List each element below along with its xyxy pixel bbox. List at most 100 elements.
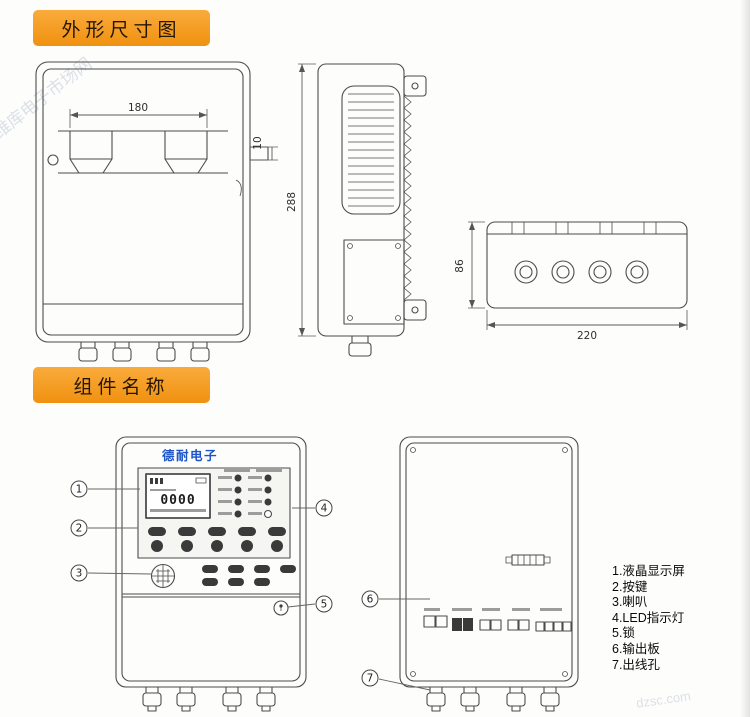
output-board — [423, 608, 572, 632]
callout-4-led: 4 — [321, 503, 328, 515]
front-tab-dimension: 10 — [252, 136, 264, 149]
battery-icon — [195, 477, 207, 484]
lcd-value: 0000 — [160, 493, 195, 508]
terminal-block — [463, 618, 473, 631]
panel-buttons — [148, 527, 286, 552]
device-back-drawing — [399, 436, 579, 712]
panel-button — [254, 578, 270, 586]
led-indicator — [234, 486, 242, 494]
callout-3-speaker: 3 — [76, 568, 83, 580]
terminal-block — [544, 621, 554, 632]
enclosure-door-outline — [42, 68, 244, 336]
panel-button — [208, 527, 226, 536]
terminal-block — [507, 619, 519, 631]
mounting-bracket-right — [164, 130, 208, 174]
side-compartment — [343, 239, 405, 325]
lock-icon — [273, 600, 289, 616]
side-height-dimension: 288 — [286, 192, 298, 212]
callout-6-output-board: 6 — [367, 594, 374, 606]
panel-button-round — [181, 540, 193, 552]
lower-buttons — [202, 565, 296, 586]
front-width-dimension: 180 — [128, 102, 148, 114]
scan-edge-shadow — [740, 0, 750, 717]
led-indicator-power — [263, 509, 273, 519]
terminal-block — [479, 619, 491, 631]
hinge-ticks — [511, 222, 657, 234]
mounting-bracket-left — [69, 130, 113, 174]
panel-button-round — [151, 540, 163, 552]
panel-button — [280, 565, 296, 573]
led-indicator — [234, 474, 242, 482]
speaker-icon — [150, 563, 176, 589]
bottom-depth-dimension: 86 — [454, 259, 466, 273]
brand-label: 德耐电子 — [162, 448, 218, 463]
led-indicator — [234, 510, 242, 518]
callout-markers: 1 2 3 4 5 6 7 — [70, 480, 431, 691]
panel-button — [228, 565, 244, 573]
panel-button-round — [241, 540, 253, 552]
side-view-drawing: 288 — [286, 63, 427, 357]
callout-2-buttons: 2 — [76, 523, 83, 535]
terminal-block — [423, 615, 436, 628]
cable-glands-device-back — [426, 686, 560, 712]
terminal-block — [553, 621, 563, 632]
panel-button-round — [271, 540, 283, 552]
mount-ear-bottom — [403, 299, 427, 321]
panel-button — [178, 527, 196, 536]
cable-gland-holes — [514, 260, 649, 284]
legend-item-speaker: 3.喇叭 — [612, 595, 648, 610]
enclosure-outline — [35, 61, 251, 343]
terminal-block — [435, 615, 448, 628]
vent-slots — [348, 93, 394, 207]
led-indicator — [264, 486, 272, 494]
bottom-outline — [486, 221, 688, 309]
side-outline — [317, 63, 405, 337]
device-door — [121, 442, 301, 682]
callout-1-lcd: 1 — [76, 484, 83, 496]
terminal-block — [562, 621, 572, 632]
callout-7-wire-hole: 7 — [367, 673, 374, 685]
panel-button — [202, 565, 218, 573]
latch-hook — [235, 179, 242, 197]
legend-item-led: 4.LED指示灯 — [612, 610, 685, 625]
device-back-inner — [405, 442, 573, 682]
legend-item-wire-hole: 7.出线孔 — [612, 657, 660, 672]
section-title-component-names: 组件名称 — [33, 367, 210, 403]
device-body — [115, 436, 307, 688]
panel-button — [254, 565, 270, 573]
bottom-width-dimension: 220 — [577, 330, 597, 342]
hinge-circle — [47, 154, 59, 166]
component-legend: 1.液晶显示屏 2.按键 3.喇叭 4.LED指示灯 5.锁 6.输出板 7.出… — [612, 564, 685, 673]
panel-button-round — [211, 540, 223, 552]
cable-gland-side-view — [348, 342, 372, 357]
panel-button — [148, 527, 166, 536]
led-indicator — [264, 498, 272, 506]
bottom-view-drawing: 86 220 — [454, 221, 688, 342]
vent-panel — [341, 85, 401, 215]
panel-button — [228, 578, 244, 586]
led-indicator — [234, 498, 242, 506]
legend-item-buttons: 2.按键 — [612, 579, 648, 594]
device-back-body — [399, 436, 579, 688]
device-front-drawing: 德耐电子 0000 — [115, 436, 307, 712]
panel-button — [202, 578, 218, 586]
led-indicator — [264, 474, 272, 482]
legend-item-lcd: 1.液晶显示屏 — [612, 564, 685, 578]
legend-item-output-board: 6.输出板 — [612, 641, 660, 656]
panel-button — [238, 527, 256, 536]
terminal-block — [518, 619, 530, 631]
terminal-block — [535, 621, 545, 632]
section-title-outline-dimensions: 外形尺寸图 — [33, 10, 210, 46]
mount-ear-top — [403, 75, 427, 97]
panel-button — [268, 527, 286, 536]
front-view-drawing: 180 10 — [35, 61, 278, 362]
callout-5-lock: 5 — [321, 599, 328, 611]
led-indicators — [218, 469, 282, 519]
cable-glands-device-front — [142, 686, 276, 712]
connector-detail — [505, 554, 551, 566]
terminal-block — [490, 619, 502, 631]
cable-glands-front-view — [78, 341, 210, 362]
serrated-rail — [403, 95, 412, 301]
